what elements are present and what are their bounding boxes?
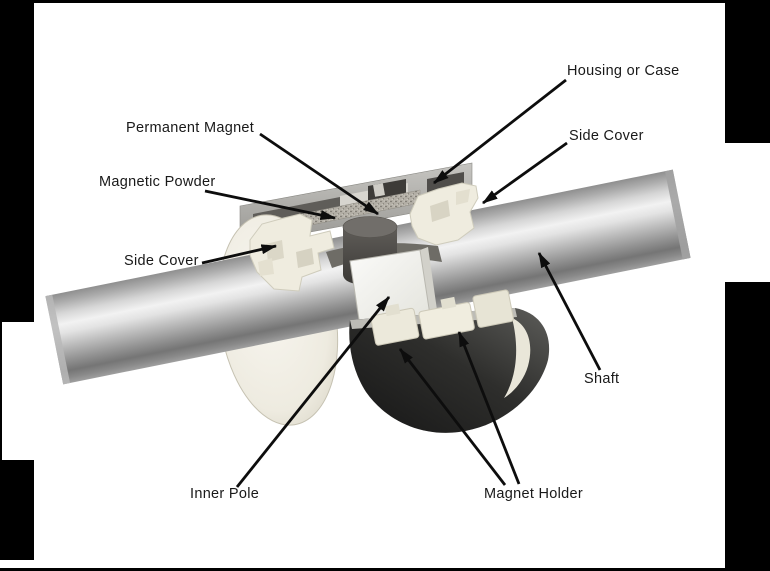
label-side-cover-right: Side Cover [569,128,644,144]
label-inner-pole: Inner Pole [190,486,260,502]
frame-left-upper [0,3,34,322]
frame-left-edge-line [0,322,2,460]
arrow-shaft [537,252,602,371]
arrow-side-cover-left [201,244,278,265]
side-cover-plastic-left [249,213,335,292]
arrow-permanent-magnet [259,132,379,216]
magnet-holder-parts [370,289,514,346]
arrow-magnet-holder-left [398,348,507,486]
arrow-housing-or-case [433,78,567,185]
frame-right-lower [725,282,770,568]
label-magnet-holder: Magnet Holder [484,486,584,502]
arrow-side-cover-right [482,141,568,205]
frame-right-upper [725,3,770,143]
label-permanent-magnet: Permanent Magnet [126,120,255,136]
frame-top-bar [0,0,770,3]
arrow-magnetic-powder [204,189,337,220]
label-side-cover-left: Side Cover [124,253,199,269]
side-cover-plastic-right [409,182,479,246]
frame-left-lower [0,460,34,560]
label-shaft: Shaft [584,371,620,387]
frame-bottom-bar [0,568,770,571]
arrow-magnet-holder-right [457,330,521,485]
arrow-inner-pole [235,296,391,488]
label-housing-or-case: Housing or Case [567,63,680,79]
inner-pole-part [349,247,437,327]
label-magnetic-powder: Magnetic Powder [99,174,216,190]
